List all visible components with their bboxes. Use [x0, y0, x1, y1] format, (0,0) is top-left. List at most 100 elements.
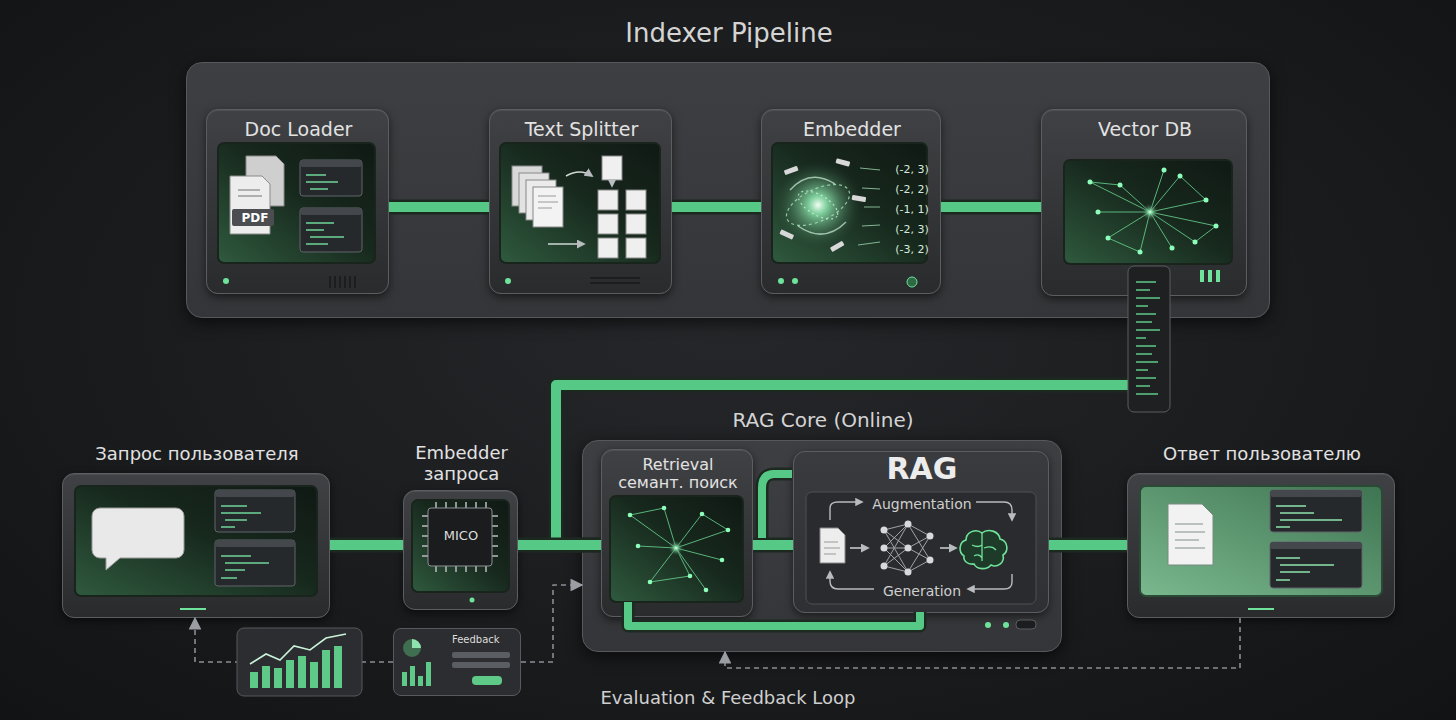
- answer-art: [1270, 542, 1362, 588]
- query-art: [215, 540, 295, 586]
- text-splitter-art: [538, 196, 558, 208]
- embedder-art: [772, 143, 927, 263]
- text-splitter-art: [512, 166, 542, 206]
- answer-art: [1276, 558, 1334, 580]
- rag-art: [1003, 622, 1009, 628]
- query-art: [92, 508, 184, 570]
- vector-db-art: [1200, 270, 1204, 282]
- retrieval-art: [688, 574, 693, 579]
- feedback-art: [452, 652, 510, 658]
- connector-group: [330, 545, 403, 546]
- metrics-panel: [310, 662, 318, 688]
- embedder-art: [784, 166, 799, 175]
- text-splitter-art: [611, 182, 613, 186]
- doc-loader-art: [246, 156, 284, 206]
- query-embedder-device: Embedder запросаMICO: [403, 490, 518, 610]
- vector-db-art: [1204, 198, 1209, 203]
- retrieval-art: [628, 513, 633, 518]
- doc-loader-art: [238, 190, 262, 196]
- answer-art: [1270, 490, 1362, 497]
- answer-art: [1140, 486, 1382, 596]
- rag-art: [820, 528, 845, 563]
- data-pipe: [672, 202, 761, 212]
- rag-art: [985, 622, 991, 628]
- embedder-art: [830, 241, 845, 252]
- feedback-art: [402, 672, 407, 686]
- embedder-art: [772, 159, 864, 251]
- embedder-device: Embedder(-2, 3)(-2, 2)(-1, 1)(-2, 3)(-3,…: [761, 109, 941, 294]
- node-heading: Indexer Pipeline: [187, 19, 1271, 49]
- rag-art: [881, 545, 888, 552]
- query-device: Запрос пользователя: [62, 473, 330, 618]
- retrieval-art: [726, 528, 731, 533]
- node-heading: Запрос пользователя: [63, 444, 331, 465]
- connector-group: [518, 545, 601, 546]
- node-text: (-2, 2): [882, 184, 942, 197]
- query-art: [215, 540, 295, 547]
- metrics-panel: [322, 650, 330, 688]
- retrieval-art: [636, 544, 641, 549]
- retrieval-art: [648, 580, 653, 585]
- doc-loader-art: [306, 175, 338, 189]
- text-splitter-art: [500, 143, 660, 263]
- retrieval-art: [668, 540, 684, 556]
- text-splitter-art: [626, 238, 646, 258]
- rag-art: [881, 527, 888, 534]
- connector-group: [672, 207, 761, 208]
- rag-art: [976, 502, 1012, 520]
- rag-art: [830, 572, 874, 589]
- node-heading: Ответ пользователю: [1128, 444, 1396, 465]
- node-text: MICO: [429, 529, 493, 544]
- feedback-arrow: [521, 585, 582, 662]
- query-art: [215, 540, 295, 586]
- metrics-panel: [286, 660, 294, 688]
- answer-art: [1168, 504, 1213, 565]
- pipe-casing: [330, 538, 403, 553]
- pipe-casing: [1049, 538, 1127, 553]
- feedback-art: [426, 662, 431, 686]
- text-splitter-art: [626, 214, 646, 234]
- doc-loader-art: [300, 208, 362, 252]
- connector-group: [725, 618, 1240, 668]
- pipe-casing: [672, 200, 761, 215]
- retrieval-art: [662, 506, 667, 511]
- answer-art: [1270, 542, 1362, 549]
- embedder-art: [779, 229, 794, 239]
- vector-db-art: [1162, 168, 1167, 173]
- embedder-art: [772, 143, 927, 287]
- data-pipe: [389, 202, 489, 212]
- answer-art: [1276, 506, 1342, 527]
- embedder-art: [778, 278, 784, 284]
- node-text: (-3, 2): [882, 244, 942, 257]
- rag-art: [830, 502, 862, 520]
- vector-db-art: [1064, 160, 1232, 264]
- vector-db-art: [1088, 180, 1093, 185]
- metrics-panel: [274, 668, 282, 688]
- embedder-art: [852, 195, 867, 202]
- feedback-panel: Feedback: [393, 628, 521, 696]
- pipe-casing: [518, 538, 601, 553]
- doc-loader-art: [300, 160, 362, 196]
- doc-loader-art: [223, 278, 229, 284]
- connector-group: [1049, 545, 1127, 546]
- query-art: [75, 486, 317, 596]
- node-heading: RAG Core (Online): [583, 409, 1063, 432]
- connector-group: [753, 545, 793, 546]
- pipe-casing: [556, 296, 1151, 545]
- doc-loader-art: [300, 160, 362, 167]
- rag-art: [850, 547, 868, 549]
- query-art: [215, 490, 295, 532]
- feedback-art: [472, 676, 502, 685]
- rag-art: [927, 533, 934, 540]
- feedback-arrow: [195, 618, 393, 662]
- retrieval-art: [610, 496, 743, 602]
- rag-art: [927, 557, 934, 564]
- rag-art: [806, 492, 1036, 604]
- node-text: Augmentation: [844, 496, 1000, 512]
- node-heading: RAG: [794, 452, 1050, 487]
- node-text: (-2, 3): [882, 164, 942, 177]
- retrieval-art: [630, 508, 728, 590]
- feedback-art: [418, 676, 423, 686]
